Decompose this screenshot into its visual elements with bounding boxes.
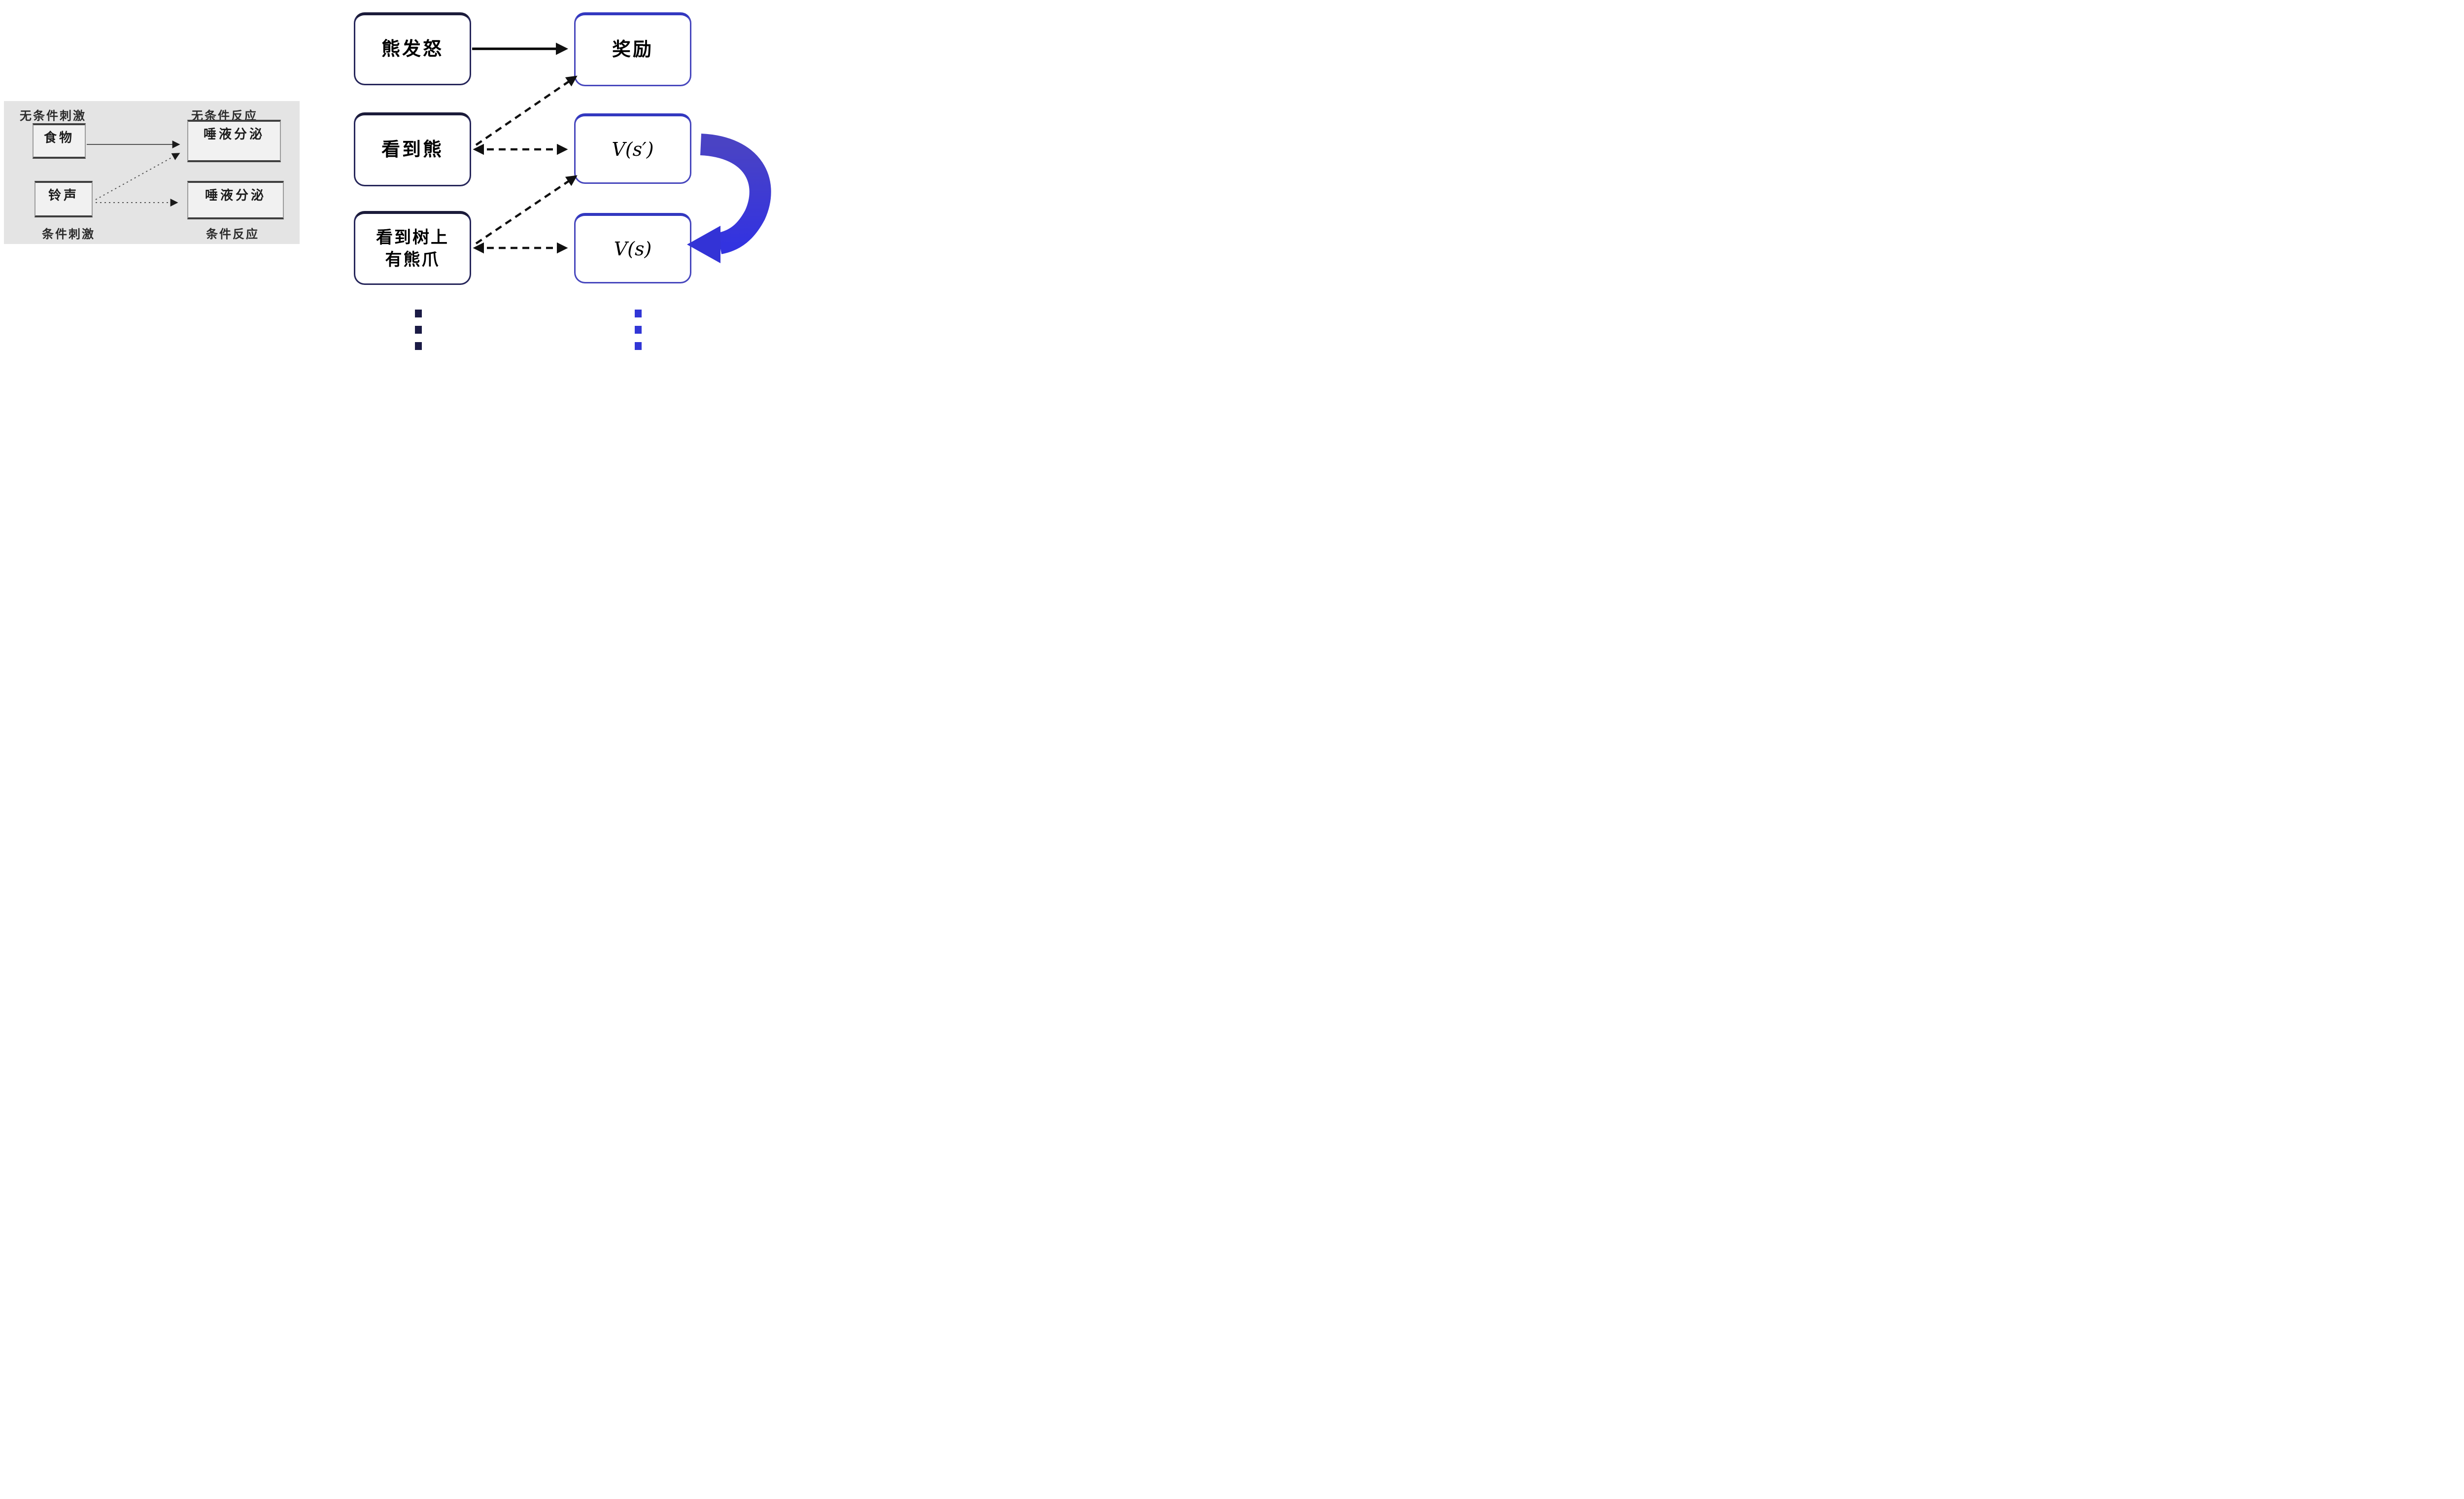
salivation-top-label: 唾液分泌	[203, 127, 265, 141]
unconditioned-stimulus-label: 无条件刺激	[20, 109, 86, 123]
update-loop-curved-arrow-icon	[687, 134, 771, 263]
ellipsis-dot	[415, 326, 422, 334]
food-box: 食物	[33, 123, 86, 159]
see-claw-to-v-s-prime-dashed-arrow	[475, 175, 578, 244]
state-box-bear-angry: 熊发怒	[354, 12, 471, 85]
v-s-prime-label: V(s′)	[612, 139, 654, 160]
ellipsis-dot	[635, 310, 642, 317]
state-box-see-bear: 看到熊	[354, 112, 471, 186]
food-box-label: 食物	[43, 130, 74, 145]
value-box-reward: 奖励	[574, 12, 691, 86]
conditioned-stimulus-label: 条件刺激	[42, 228, 95, 241]
pavlov-conditioning-panel: 无条件刺激 无条件反应 食物 唾液分泌 铃声 唾液分泌 条件刺激 条件反应	[4, 101, 300, 244]
ellipsis-dot	[415, 310, 422, 317]
v-s-label: V(s)	[614, 238, 652, 260]
bell-to-salivation-top-dotted-arrow	[95, 153, 180, 200]
salivation-bottom-label: 唾液分泌	[205, 188, 266, 203]
state-see-bear-label: 看到熊	[381, 139, 444, 160]
conditioned-response-label: 条件反应	[206, 228, 259, 241]
ellipsis-dot	[415, 342, 422, 350]
state-box-see-claw-marks: 看到树上 有熊爪	[354, 211, 471, 285]
reward-label: 奖励	[612, 39, 653, 60]
see-bear-to-reward-dashed-arrow	[475, 75, 578, 146]
value-box-v-s: V(s)	[574, 213, 691, 283]
state-see-claw-line2: 有熊爪	[385, 250, 440, 269]
slide-canvas: 无条件刺激 无条件反应 食物 唾液分泌 铃声 唾液分泌 条件刺激 条件反应	[0, 0, 773, 355]
bell-box: 铃声	[34, 181, 93, 217]
salivation-top-box: 唾液分泌	[187, 120, 281, 162]
value-box-v-s-prime: V(s′)	[574, 113, 691, 184]
ellipsis-dot	[635, 342, 642, 350]
salivation-bottom-box: 唾液分泌	[187, 181, 284, 219]
state-see-claw-line1: 看到树上	[376, 228, 449, 247]
bell-box-label: 铃声	[48, 188, 79, 203]
ellipsis-dot	[635, 326, 642, 334]
state-bear-angry-label: 熊发怒	[381, 38, 444, 60]
